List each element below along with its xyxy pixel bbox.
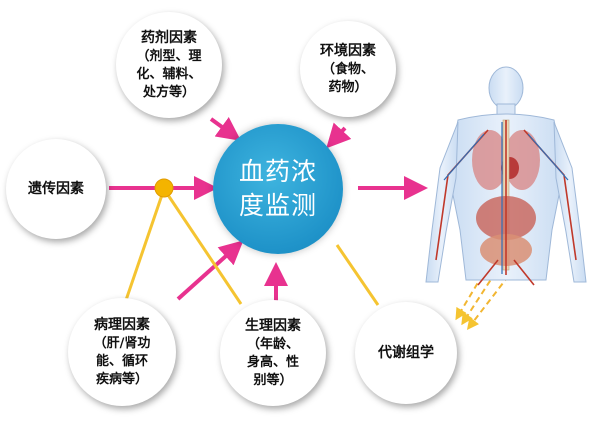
junction-dot — [154, 178, 174, 198]
line-genetic-pathology — [122, 188, 166, 307]
arrow-pathology-to-center — [176, 240, 244, 301]
factor-environment-title: 环境因素 — [320, 42, 376, 59]
factor-genetic-title: 遗传因素 — [28, 180, 84, 197]
factor-formulation-title: 药剂因素 — [141, 29, 197, 46]
factor-physiology-detail: （年龄、 身高、性 别等） — [246, 336, 299, 388]
factor-environment-detail: （食物、 药物） — [321, 61, 374, 95]
factor-physiology-title: 生理因素 — [245, 317, 301, 334]
factor-metabolomics: 代谢组学 — [355, 302, 457, 404]
factor-formulation-detail: （剂型、理 化、辅料、 处方等） — [136, 48, 202, 100]
human-anatomy-figure — [425, 66, 587, 286]
arrow-environment-to-center — [326, 122, 352, 149]
line-center-metabolomics — [335, 244, 380, 306]
factor-physiology: 生理因素 （年龄、 身高、性 别等） — [220, 300, 326, 406]
arrow-formulation-to-center — [209, 117, 242, 141]
factor-environment: 环境因素 （食物、 药物） — [300, 21, 396, 117]
center-node-label: 血药浓 度监测 — [238, 157, 317, 220]
center-node-tdm: 血药浓 度监测 — [213, 124, 343, 254]
factor-genetic: 遗传因素 — [6, 139, 106, 239]
factor-metabolomics-title: 代谢组学 — [378, 344, 434, 361]
factor-formulation: 药剂因素 （剂型、理 化、辅料、 处方等） — [116, 12, 222, 118]
dashed-arrow-body-3 — [466, 243, 534, 330]
factor-pathology-detail: （肝/肾功 能、循环 疾病等） — [93, 335, 151, 387]
factor-pathology-title: 病理因素 — [94, 316, 150, 333]
factor-pathology: 病理因素 （肝/肾功 能、循环 疾病等） — [68, 298, 176, 406]
line-genetic-physiology — [162, 188, 243, 305]
